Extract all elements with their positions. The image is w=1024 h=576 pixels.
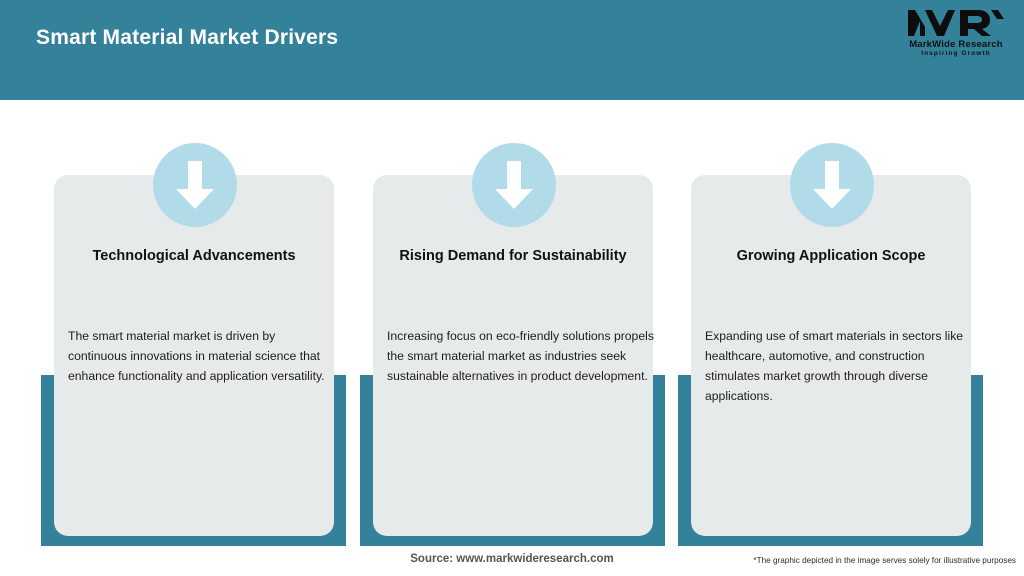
driver-card-1[interactable]: Technological Advancements The smart mat… <box>41 100 346 546</box>
source-label: Source: www.markwideresearch.com <box>410 553 614 565</box>
card-title: Rising Demand for Sustainability <box>399 248 627 264</box>
page-title: Smart Material Market Drivers <box>36 26 339 49</box>
down-arrow-glyph <box>176 161 214 209</box>
card-surface <box>54 175 334 536</box>
down-arrow-glyph <box>813 161 851 209</box>
down-arrow-icon <box>153 143 237 227</box>
down-arrow-icon <box>472 143 556 227</box>
down-arrow-glyph <box>495 161 533 209</box>
card-description: Expanding use of smart materials in sect… <box>705 329 964 403</box>
card-title: Technological Advancements <box>92 248 296 264</box>
logo-tagline: Inspiring Growth <box>921 50 991 57</box>
down-arrow-icon <box>790 143 874 227</box>
card-description: The smart material market is driven by c… <box>68 329 325 383</box>
drivers-card-list: Technological Advancements The smart mat… <box>0 100 1024 546</box>
brand-logo: MarkWide Research Inspiring Growth <box>902 8 1010 68</box>
card-description: Increasing focus on eco-friendly solutio… <box>387 329 654 383</box>
header-bar <box>0 0 1024 100</box>
mwr-logo-icon <box>908 10 1004 36</box>
card-surface <box>691 175 971 536</box>
driver-card-2[interactable]: Rising Demand for Sustainability Increas… <box>360 100 665 546</box>
card-surface <box>373 175 653 536</box>
logo-company-name: MarkWide Research <box>909 39 1003 50</box>
disclaimer-label: *The graphic depicted in the image serve… <box>753 556 1016 565</box>
card-title: Growing Application Scope <box>736 248 926 264</box>
driver-card-3[interactable]: Growing Application Scope Expanding use … <box>678 100 983 546</box>
